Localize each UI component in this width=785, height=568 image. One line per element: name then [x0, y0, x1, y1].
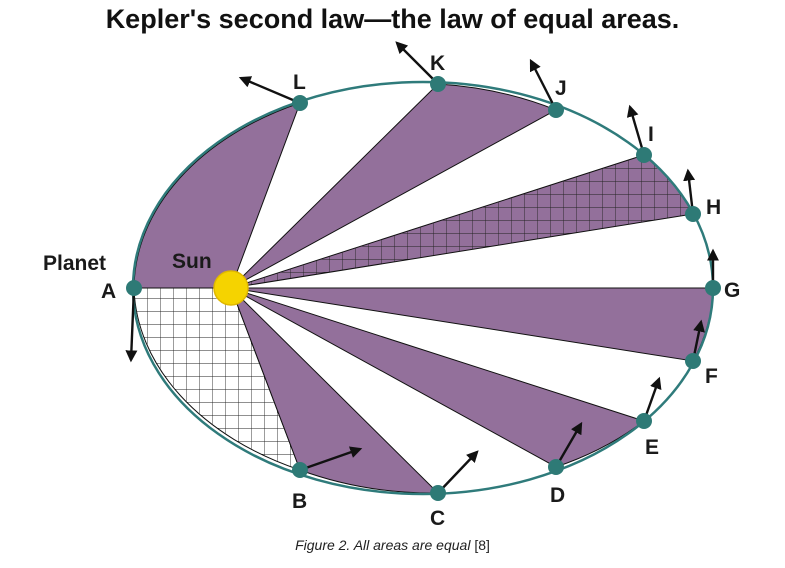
sun-icon	[213, 270, 249, 306]
point-label-b: B	[292, 490, 307, 513]
point-label-f: F	[705, 365, 718, 388]
point-label-g: G	[724, 279, 740, 302]
point-label-k: K	[430, 52, 445, 75]
point-k	[430, 76, 446, 92]
point-d	[548, 459, 564, 475]
point-label-j: J	[555, 77, 567, 100]
diagram-title: Kepler's second law—the law of equal are…	[105, 4, 680, 34]
sector-a-b-hatched	[133, 287, 301, 471]
point-i	[636, 147, 652, 163]
point-label-c: C	[430, 507, 445, 530]
velocity-arrow-l	[238, 76, 301, 105]
caption-text: Figure 2. All areas are equal	[295, 537, 471, 553]
caption-reference: [8]	[474, 537, 490, 553]
point-l	[292, 95, 308, 111]
planet-label: Planet	[43, 252, 106, 275]
point-j	[548, 102, 564, 118]
point-label-d: D	[550, 484, 565, 507]
velocity-arrow-a	[125, 287, 138, 363]
point-label-h: H	[706, 196, 721, 219]
point-label-i: I	[648, 123, 654, 146]
velocity-arrow-i	[626, 104, 646, 156]
figure-caption: Figure 2. All areas are equal [8]	[0, 537, 785, 553]
point-b	[292, 462, 308, 478]
point-f	[685, 353, 701, 369]
point-e	[636, 413, 652, 429]
velocity-arrow-b	[299, 446, 363, 472]
sun-label: Sun	[172, 250, 212, 273]
velocity-arrow-k	[395, 41, 439, 85]
planet-positions	[126, 76, 721, 501]
sector-l-a	[133, 102, 301, 289]
point-h	[685, 206, 701, 222]
point-g	[705, 280, 721, 296]
point-c	[430, 485, 446, 501]
point-label-a: A	[101, 280, 116, 303]
point-label-e: E	[645, 436, 659, 459]
point-a	[126, 280, 142, 296]
velocity-arrow-c	[437, 450, 479, 494]
velocity-arrow-j	[529, 58, 558, 111]
velocity-arrow-d	[554, 421, 583, 468]
point-label-l: L	[293, 71, 306, 94]
